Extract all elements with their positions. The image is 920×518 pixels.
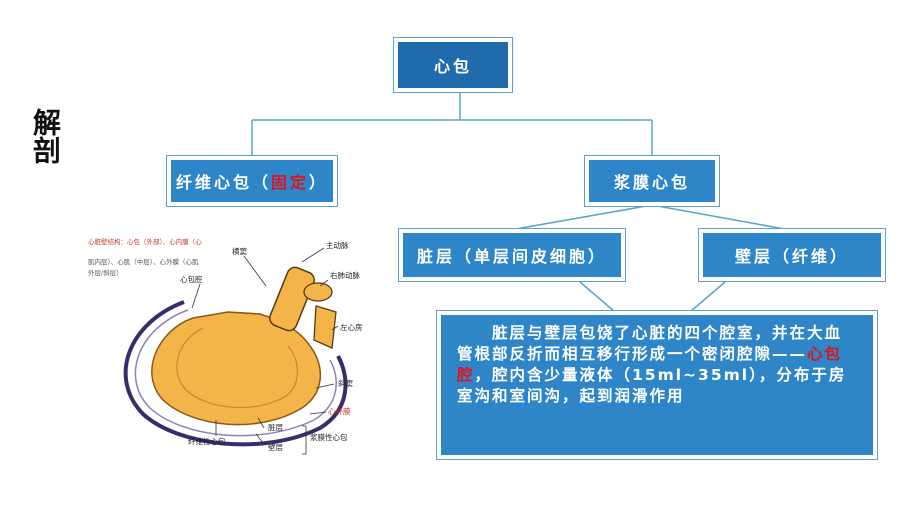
parietal-layer-box: 壁层（纤维） [698, 228, 886, 282]
section-title: 解剖 [29, 108, 62, 164]
label-serous-pericardium: 浆膜性心包 [310, 432, 348, 442]
description-text-2: ，腔内含少量液体（15ml~35ml），分布于房室沟和室间沟，起到润滑作用 [457, 366, 847, 405]
aorta-vessel [269, 266, 315, 332]
left-atrium-shape [313, 305, 337, 349]
heart-inner-contour [176, 327, 299, 409]
serous-pericardium-label: 浆膜心包 [589, 160, 715, 202]
fibrous-label-suffix: ） [309, 173, 329, 192]
description-highlight: 心包腔 [457, 345, 843, 384]
fibrous-pericardium-box: 纤维心包（固定） [166, 155, 338, 207]
description-text-1: 脏层与壁层包饶了心脏的四个腔室，并在大血管根部反折而相互移行形成一个密闭腔隙—— [457, 324, 843, 363]
figure-caption-line1: 心脏壁结构：心包（外部）、心内膜（心 [88, 237, 202, 246]
fibrous-label-highlight: 固定 [270, 173, 309, 192]
parietal-layer-label: 壁层（纤维） [703, 233, 881, 277]
fibrous-label-prefix: 纤维心包（ [175, 173, 271, 192]
parietal-layer-outline [134, 309, 337, 437]
figure-caption-line3: 外层/斜层） [88, 268, 123, 277]
label-left-atrium: 左心房 [340, 322, 363, 332]
fibrous-pericardium-outline [123, 300, 348, 447]
label-visceral-layer: 脏层 [268, 422, 283, 432]
label-epicardium: 心外膜 [328, 406, 351, 416]
figure-caption-line2: 肌内层）、心肌（中层）、心外膜（心肌 [88, 257, 199, 266]
label-aorta: 主动脉 [326, 240, 349, 250]
label-pericardial-cavity: 心包腔 [180, 274, 203, 284]
pericardial-cavity-description-box: 脏层与壁层包饶了心脏的四个腔室，并在大血管根部反折而相互移行形成一个密闭腔隙——… [436, 310, 878, 460]
serous-pericardium-box: 浆膜心包 [584, 155, 720, 207]
label-parietal-layer: 壁层 [268, 442, 283, 452]
label-oblique-sinus: 斜窦 [338, 378, 353, 388]
label-fibrous-pericardium: 纤维性心包 [188, 436, 226, 446]
label-transverse-sinus: 横窦 [232, 246, 247, 256]
pericardium-root-label: 心包 [398, 42, 508, 88]
pulmonary-artery-vessel [303, 282, 333, 302]
visceral-layer-label: 脏层（单层间皮细胞） [403, 233, 621, 277]
heart-pericardium-illustration: 心脏壁结构：心包（外部）、心内膜（心 肌内层）、心肌（中层）、心外膜（心肌 外层… [88, 237, 363, 455]
pericardium-root-box: 心包 [393, 37, 513, 93]
visceral-layer-box: 脏层（单层间皮细胞） [398, 228, 626, 282]
label-pulmonary-artery: 右肺动脉 [330, 270, 360, 280]
